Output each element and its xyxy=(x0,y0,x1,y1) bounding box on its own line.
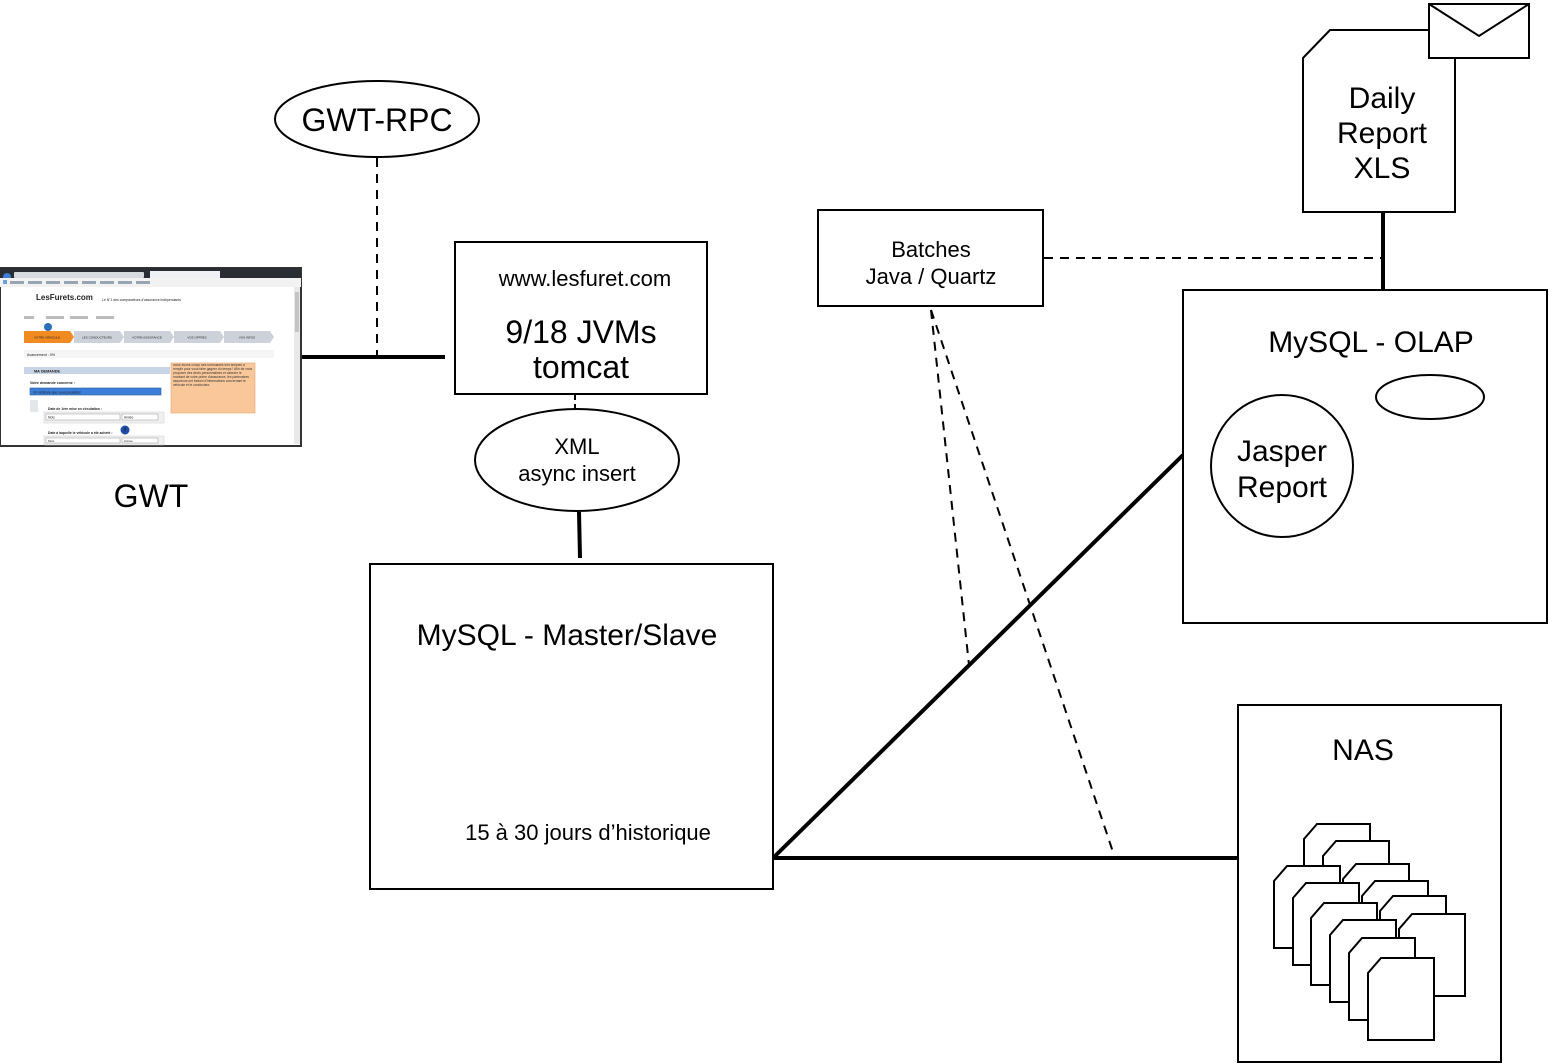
gwt-label: GWT xyxy=(114,478,189,514)
browser-screenshot: LesFurets.com Le N°1 des comparateurs d'… xyxy=(0,267,302,447)
daily-report-document xyxy=(1302,29,1456,213)
xml-label: XML xyxy=(554,434,599,459)
web-server-host: www.lesfuret.com xyxy=(498,266,671,291)
tab-label-3: VOTRE ASSURANCE xyxy=(132,336,162,340)
tab-conducteurs xyxy=(74,331,124,343)
tab-infos xyxy=(224,331,274,343)
field2-label: Date de 1ère mise en circulation : xyxy=(48,407,102,411)
jasper-report-node xyxy=(1210,394,1354,538)
gwt-rpc-node xyxy=(274,80,480,158)
mysql-master-title: MySQL - Master/Slave xyxy=(417,619,718,652)
tooltip-box xyxy=(170,362,256,414)
daily-report-line2: Report xyxy=(1337,117,1428,150)
field2-year-select xyxy=(121,413,159,421)
section-title: MA DEMANDE xyxy=(34,370,60,374)
field1-select xyxy=(29,387,162,396)
field3-month-text: Mois xyxy=(48,439,55,443)
batches-tech-label: Java / Quartz xyxy=(866,264,997,289)
field2-month-select xyxy=(45,413,121,421)
tab-vehicule xyxy=(24,331,74,343)
tooltip-text: Nous avons conçu des formulaires très si… xyxy=(173,364,253,387)
mysql-olap-title: MySQL - OLAP xyxy=(1268,326,1474,359)
tab-label-1: VOTRE VÉHICULE xyxy=(34,335,60,340)
batches-box xyxy=(817,209,1044,307)
xml-async-node xyxy=(474,408,680,512)
daily-report-line3: XLS xyxy=(1354,152,1411,185)
file-icon xyxy=(1367,957,1435,1041)
field3-label: Date à laquelle le véhicule a été acheté… xyxy=(48,431,112,435)
mysql-master-box xyxy=(369,563,774,890)
tab-label-4: VOS OFFRES xyxy=(187,336,206,340)
mysql-master-history: 15 à 30 jours d’historique xyxy=(465,820,711,845)
jasper-line1: Jasper xyxy=(1237,435,1327,468)
tab-label-2: LES CONDUCTEURS xyxy=(82,336,112,340)
web-server-container: tomcat xyxy=(533,349,629,385)
progress-label: Avancement : 0% xyxy=(27,353,56,357)
field2-month-text: Mois xyxy=(48,416,55,420)
xml-to-mysql-line xyxy=(577,511,582,559)
web-server-box xyxy=(454,241,708,395)
async-insert-label: async insert xyxy=(518,461,635,486)
daily-report-line1: Daily xyxy=(1349,82,1416,115)
field1-label: Votre demande concerne : xyxy=(30,381,75,385)
field3-year-text: Année xyxy=(124,439,133,443)
field1-value: Un véhicule que vous possédez xyxy=(33,391,81,395)
envelope-icon xyxy=(1428,3,1530,59)
logo: LesFurets.com xyxy=(36,293,93,302)
tab-offres xyxy=(174,331,224,343)
mysql-to-olap-line xyxy=(771,453,1185,860)
tab-assurance xyxy=(124,331,174,343)
web-server-jvms: 9/18 JVMs xyxy=(505,314,656,350)
field3-year-select xyxy=(121,437,159,444)
svg-text:?: ? xyxy=(123,428,126,434)
batches-dashed-line-1 xyxy=(930,309,970,666)
help-icon xyxy=(120,425,130,435)
field2-year-text: Année xyxy=(124,416,133,420)
batches-dashed-line-2 xyxy=(930,309,1114,853)
field3-month-select xyxy=(45,437,121,444)
nas-file-stack xyxy=(1273,823,1466,1041)
nas-title: NAS xyxy=(1332,734,1394,767)
olap-small-ellipse xyxy=(1375,374,1485,420)
jasper-line2: Report xyxy=(1237,471,1328,504)
tagline: Le N°1 des comparateurs d'assurance indé… xyxy=(102,298,181,302)
tab-label-5: VOS INFOS xyxy=(239,336,255,340)
gwt-rpc-label: GWT-RPC xyxy=(301,102,452,138)
batches-label: Batches xyxy=(891,237,971,262)
